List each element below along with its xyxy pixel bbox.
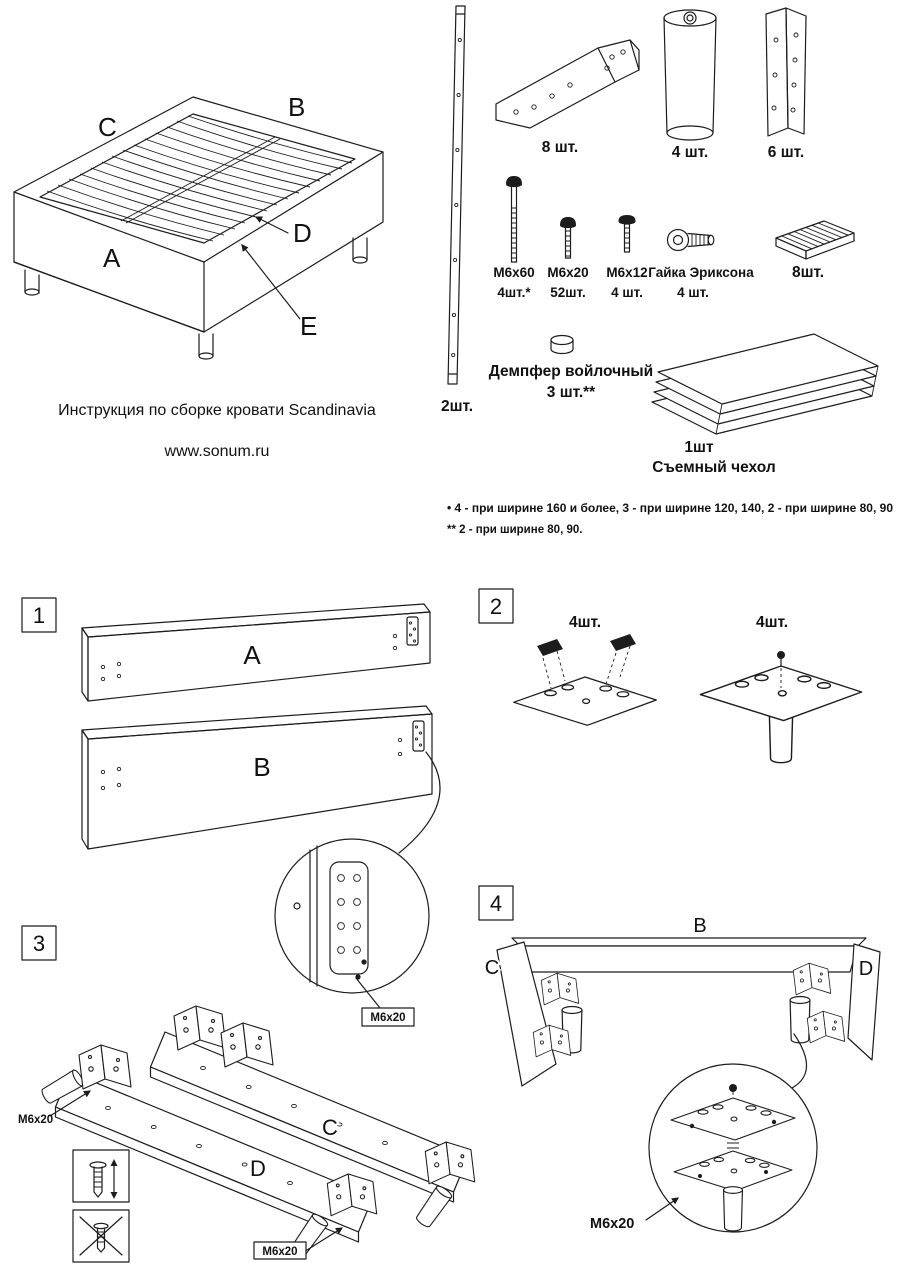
bed-label-b: B xyxy=(288,92,305,122)
step3-callout-bottom: М6х20 xyxy=(262,1246,297,1258)
step3-rail-c-label: C xyxy=(322,1115,338,1140)
part-cover-name: Съемный чехол xyxy=(652,459,775,476)
footnote-1: • 4 - при ширине 160 и более, 3 - при ши… xyxy=(447,503,893,515)
step4-panel-d-label: D xyxy=(859,958,873,980)
step1-detail-callout: М6х20 xyxy=(274,751,441,1027)
part-bolt-m6x20-name: М6х20 xyxy=(547,265,588,280)
step3-callout-left: М6х20 xyxy=(18,1114,53,1126)
step3-number: 3 xyxy=(33,931,45,956)
part-bracket-qty: 8 шт. xyxy=(542,139,578,156)
part-pad: 8шт. xyxy=(775,220,855,281)
step3-bracket-c-end xyxy=(173,1005,227,1051)
part-corner: 6 шт. xyxy=(765,7,807,161)
part-bolt-m6x12: М6х12 4 шт. xyxy=(606,215,648,300)
bed-label-d: D xyxy=(293,218,312,248)
step1-callout-label: М6х20 xyxy=(370,1012,405,1024)
doc-website: www.sonum.ru xyxy=(164,443,270,460)
part-slat: 2шт. xyxy=(441,5,473,415)
part-damper-qty: 3 шт.** xyxy=(547,384,596,401)
footnote-2: ** 2 - при ширине 80, 90. xyxy=(447,524,582,536)
part-pad-qty: 8шт. xyxy=(792,264,824,281)
step3-bracket-c-mid xyxy=(220,1022,274,1068)
part-bolt-m6x60-qty: 4шт.* xyxy=(497,285,531,300)
bed-slats xyxy=(46,115,353,242)
step4-number: 4 xyxy=(490,891,502,916)
step2-number: 2 xyxy=(490,594,502,619)
step2-qty-left: 4шт. xyxy=(569,614,601,631)
part-bolt-m6x12-qty: 4 шт. xyxy=(611,285,643,300)
part-bolt-m6x60-name: М6х60 xyxy=(493,265,534,280)
step1: 1 A B xyxy=(21,597,441,1027)
step1-panel-b xyxy=(81,705,433,850)
step4: 4 B C D xyxy=(478,885,881,1233)
step3-bracket-d-end xyxy=(78,1044,132,1090)
part-damper-name: Демпфер войлочный xyxy=(489,363,653,380)
step3-leg-near-right xyxy=(413,1183,454,1230)
part-erickson-nut: Гайка Эриксона 4 шт. xyxy=(648,228,754,300)
part-leg: 4 шт. xyxy=(663,9,717,161)
bed-label-a: A xyxy=(103,243,121,273)
step3-rail-d-label: D xyxy=(250,1156,266,1181)
part-bolt-m6x20: М6х20 52шт. xyxy=(547,217,589,300)
doc-title: Инструкция по сборке кровати Scandinavia xyxy=(58,402,376,419)
step3-rail-d xyxy=(54,1071,374,1243)
step1-panel-a-label: A xyxy=(243,640,261,670)
step2-bracket-with-dampers xyxy=(513,634,657,726)
step4-panel-c-label: C xyxy=(485,957,499,979)
step4-frame xyxy=(496,937,881,1087)
step1-panel-b-label: B xyxy=(253,752,270,782)
step4-callout-label: М6х20 xyxy=(590,1216,634,1232)
bed-label-c: C xyxy=(98,112,117,142)
step3-hand-tighten-icon xyxy=(72,1149,130,1203)
part-damper: Демпфер войлочный 3 шт.** xyxy=(489,334,653,401)
bed-label-e: E xyxy=(300,311,317,341)
step2: 2 4шт. 4шт. xyxy=(478,588,863,764)
part-cover-qty: 1шт xyxy=(684,439,714,456)
step2-bracket-with-leg xyxy=(699,651,863,764)
part-erickson-nut-qty: 4 шт. xyxy=(677,285,709,300)
part-erickson-nut-name: Гайка Эриксона xyxy=(648,265,754,280)
bed-overview-drawing: C B A D E xyxy=(13,90,384,360)
step1-panel-a xyxy=(81,603,431,702)
part-corner-qty: 6 шт. xyxy=(768,144,804,161)
bed-legs xyxy=(24,237,368,360)
step3-no-power-tool-icon xyxy=(72,1209,130,1263)
step3: 3 C xyxy=(18,925,476,1263)
part-slat-qty: 2шт. xyxy=(441,398,473,415)
part-bracket: 8 шт. xyxy=(495,39,640,156)
part-bolt-m6x60: М6х60 4шт.* xyxy=(493,176,535,300)
step2-qty-right: 4шт. xyxy=(756,614,788,631)
part-cover: 1шт Съемный чехол xyxy=(651,333,879,476)
step4-detail-callout: М6х20 xyxy=(590,1033,818,1233)
step1-number: 1 xyxy=(33,603,45,628)
step4-panel-b-label: B xyxy=(693,915,706,937)
part-bolt-m6x20-qty: 52шт. xyxy=(550,285,585,300)
part-leg-qty: 4 шт. xyxy=(672,144,708,161)
part-bolt-m6x12-name: М6х12 xyxy=(606,265,647,280)
